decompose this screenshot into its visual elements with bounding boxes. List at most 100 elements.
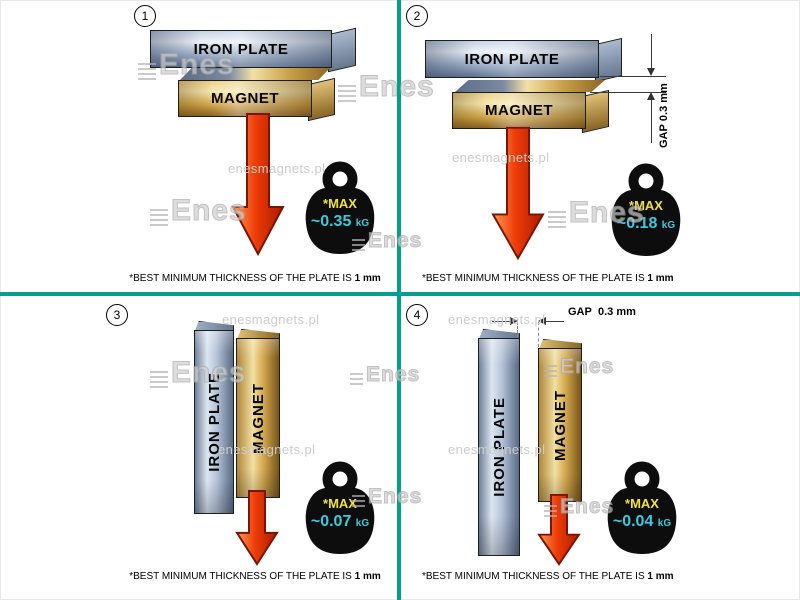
iron-plate-label: IRON PLATE [464,50,560,68]
panel-4-number-badge: 4 [406,304,428,326]
enes-logo-text: Enes [559,495,615,518]
gap-label: GAP 0.3 mm [568,306,636,318]
value-text: ~0.35 [310,213,352,230]
magnet-end-cap [582,89,609,134]
magnet-bar-vertical: MAGNET [236,338,280,498]
caption-text: *BEST MINIMUM THICKNESS OF THE PLATE IS [422,273,645,284]
panel-4-caption: *BEST MINIMUM THICKNESS OF THE PLATE IS … [422,571,792,582]
max-text: *MAX [625,496,659,511]
gap-value-text: 0.3 mm [597,306,636,318]
enes-logo-watermark: Enes [150,356,247,389]
weight-kettlebell: *MAX ~0.07 kG [298,460,382,560]
panel-3-caption: *BEST MINIMUM THICKNESS OF THE PLATE IS … [105,571,405,582]
weight-kettlebell: *MAX ~0.18 kG [604,162,688,262]
enes-logo-text: Enes [159,48,235,81]
value-text: ~0.04 [612,513,654,530]
weight-value: ~0.07 kG [298,513,382,531]
max-label: *MAX [298,496,382,511]
magnet-end-cap [308,77,335,122]
iron-plate-bar: IRON PLATE [425,40,599,78]
caption-bold-text: 1 mm [647,273,674,284]
vertical-divider [397,0,401,600]
enes-logo-text: Enes [367,229,423,252]
gap-extension-line [600,76,666,77]
dimension-arrow-right-icon [510,317,518,325]
max-label: *MAX [600,496,684,511]
gap-extension-line [590,92,666,93]
enes-logo-bars [138,63,156,80]
panel-4-number: 4 [413,308,421,322]
site-watermark: enesmagnets.pl [228,161,326,176]
iron-plate-bar-vertical: IRON PLATE [478,338,520,556]
magnet-bar: MAGNET [178,80,312,117]
magnet-label: MAGNET [551,389,569,461]
gap-dimension-line [546,321,564,322]
enes-logo-watermark: Enes [544,355,615,378]
weight-value: ~0.35 kG [298,213,382,231]
gap-extension-line [517,322,518,337]
caption-bold-text: 1 mm [647,571,674,582]
enes-logo-text: Enes [367,485,423,508]
iron-plate-bar-vertical: IRON PLATE [194,330,234,514]
unit-text: kG [657,518,672,529]
enes-logo-watermark: Enes [548,197,645,228]
enes-logo-bars [548,211,566,228]
dimension-arrow-left-icon [538,317,546,325]
gap-extension-line [538,322,539,347]
kettlebell-icon [305,161,375,254]
gap-label: GAP 0.3 mm [658,48,670,148]
panel-1-number: 1 [141,9,149,23]
max-label: *MAX [298,196,382,211]
site-watermark: enesmagnets.pl [218,442,316,457]
magnet-top-face [455,80,605,92]
panel-1-caption: *BEST MINIMUM THICKNESS OF THE PLATE IS … [105,273,405,284]
enes-logo-text: Enes [559,355,615,378]
site-watermark: enesmagnets.pl [452,150,550,165]
enes-logo-bars [338,85,356,102]
enes-logo-text: Enes [171,194,247,227]
caption-bold-text: 1 mm [354,571,381,582]
gap-text: GAP [568,306,592,318]
enes-logo-bars [352,495,365,507]
max-text: *MAX [629,198,663,213]
kettlebell-icon [607,461,677,554]
magnet-bar: MAGNET [452,92,586,129]
panel-2-number-badge: 2 [406,5,428,27]
weight-kettlebell: *MAX ~0.35 kG [298,160,382,260]
enes-logo-bars [544,365,557,377]
pull-force-arrow [537,494,581,566]
enes-logo-watermark: Enes [150,194,247,227]
gap-dimension-line [492,321,510,322]
enes-logo-text: Enes [171,356,247,389]
dimension-arrow-down-icon [647,68,655,76]
enes-logo-bars [150,371,168,388]
iron-plate-end-cap [328,27,356,73]
caption-text: *BEST MINIMUM THICKNESS OF THE PLATE IS [129,273,352,284]
value-text: ~0.07 [310,513,352,530]
enes-logo-bars [352,239,365,251]
kettlebell-icon [611,163,681,256]
panel-3-number-badge: 3 [106,304,128,326]
enes-logo-watermark: Enes [544,495,615,518]
enes-logo-text: Enes [365,363,421,386]
caption-text: *BEST MINIMUM THICKNESS OF THE PLATE IS [422,571,645,582]
enes-logo-bars [544,505,557,517]
enes-logo-watermark: Enes [138,48,235,81]
unit-text: kG [355,518,370,529]
enes-logo-watermark: Enes [350,363,421,386]
value-text: ~0.18 [616,215,658,232]
enes-logo-text: Enes [359,70,435,103]
max-text: *MAX [323,496,357,511]
enes-logo-watermark: Enes [352,229,423,252]
caption-text: *BEST MINIMUM THICKNESS OF THE PLATE IS [129,571,352,582]
enes-logo-watermark: Enes [338,70,435,103]
gap-dimension-line [651,34,652,68]
magnet-top-face [180,66,332,80]
panel-2-number: 2 [413,9,421,23]
iron-plate-bar: IRON PLATE [150,30,332,68]
iron-plate-label: IRON PLATE [193,40,289,58]
